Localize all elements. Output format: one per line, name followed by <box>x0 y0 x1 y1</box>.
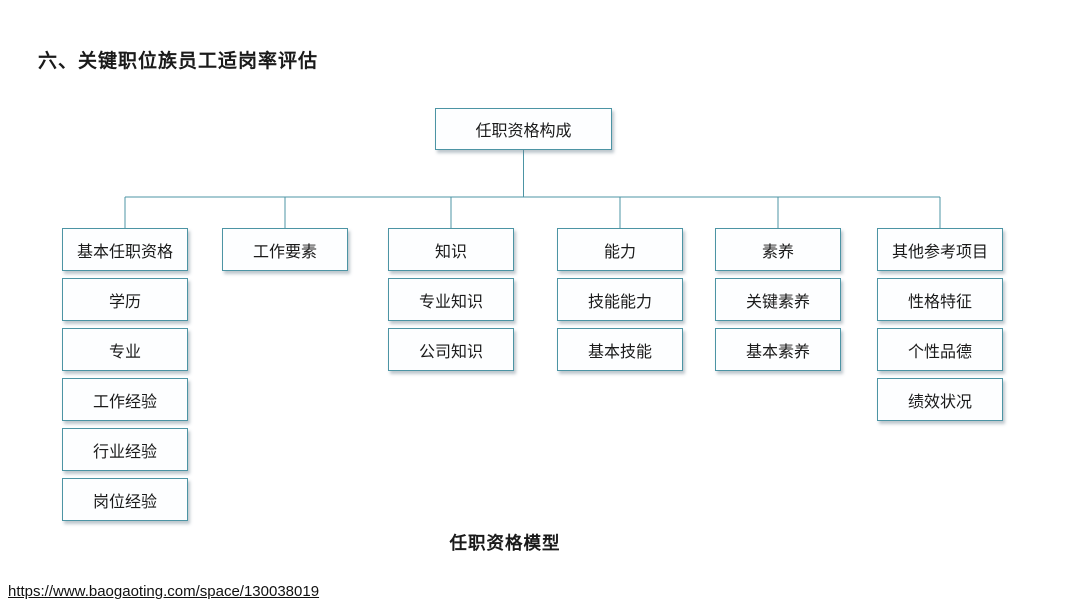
column-work-elements: 工作要素 <box>222 228 348 271</box>
column-header-box: 素养 <box>715 228 841 271</box>
node-box: 学历 <box>62 278 188 321</box>
page-title: 六、关键职位族员工适岗率评估 <box>38 51 319 72</box>
node-box: 基本技能 <box>557 328 683 371</box>
column-ability: 能力 技能能力 基本技能 <box>557 228 683 371</box>
column-header-box: 知识 <box>388 228 514 271</box>
column-header-box: 工作要素 <box>222 228 348 271</box>
column-quality: 素养 关键素养 基本素养 <box>715 228 841 371</box>
node-box: 个性品德 <box>877 328 1003 371</box>
diagram-caption: 任职资格模型 <box>449 533 561 553</box>
node-box: 关键素养 <box>715 278 841 321</box>
node-box: 技能能力 <box>557 278 683 321</box>
node-box: 岗位经验 <box>62 478 188 521</box>
node-box: 绩效状况 <box>877 378 1003 421</box>
column-other-reference: 其他参考项目 性格特征 个性品德 绩效状况 <box>877 228 1003 421</box>
node-box: 行业经验 <box>62 428 188 471</box>
node-box: 基本素养 <box>715 328 841 371</box>
root-node-box: 任职资格构成 <box>435 108 612 150</box>
node-box: 专业知识 <box>388 278 514 321</box>
column-header-box: 能力 <box>557 228 683 271</box>
node-box: 公司知识 <box>388 328 514 371</box>
node-box: 工作经验 <box>62 378 188 421</box>
column-knowledge: 知识 专业知识 公司知识 <box>388 228 514 371</box>
column-header-box: 其他参考项目 <box>877 228 1003 271</box>
source-url-link[interactable]: https://www.baogaoting.com/space/1300380… <box>8 583 320 600</box>
column-header-box: 基本任职资格 <box>62 228 188 271</box>
node-box: 性格特征 <box>877 278 1003 321</box>
node-box: 专业 <box>62 328 188 371</box>
column-basic-qualifications: 基本任职资格 学历 专业 工作经验 行业经验 岗位经验 <box>62 228 188 521</box>
